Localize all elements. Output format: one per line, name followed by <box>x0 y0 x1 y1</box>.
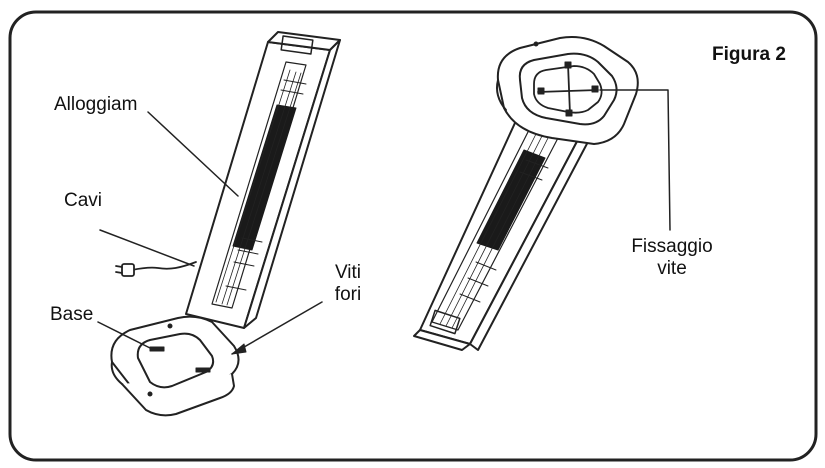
cable-plug <box>115 261 197 277</box>
leader-base <box>97 321 151 349</box>
base-left <box>110 315 240 417</box>
label-housing: Alloggiam <box>54 94 138 115</box>
label-screw-fix-line2: vite <box>657 258 687 279</box>
label-screw-holes-line2: fori <box>334 284 362 305</box>
figure-title: Figura 2 <box>712 44 786 65</box>
housing-left <box>185 31 341 329</box>
leader-screw-fix <box>599 89 671 231</box>
label-base: Base <box>50 304 94 325</box>
label-cables: Cavi <box>64 190 103 211</box>
label-screw-holes-line1: Viti <box>334 262 362 283</box>
base-right <box>496 36 639 145</box>
leader-screw-holes <box>231 301 323 355</box>
leader-housing <box>147 111 239 197</box>
housing-right <box>413 111 591 351</box>
arrowhead-screw-holes <box>231 343 247 355</box>
label-screw-fix-line1: Fissaggio <box>631 236 713 257</box>
label-screw-fix: Fissaggio vite <box>614 236 730 280</box>
leader-cables <box>99 229 195 267</box>
left-assembly <box>97 31 341 417</box>
label-screw-holes: Viti fori <box>328 262 368 306</box>
right-assembly <box>413 36 671 351</box>
